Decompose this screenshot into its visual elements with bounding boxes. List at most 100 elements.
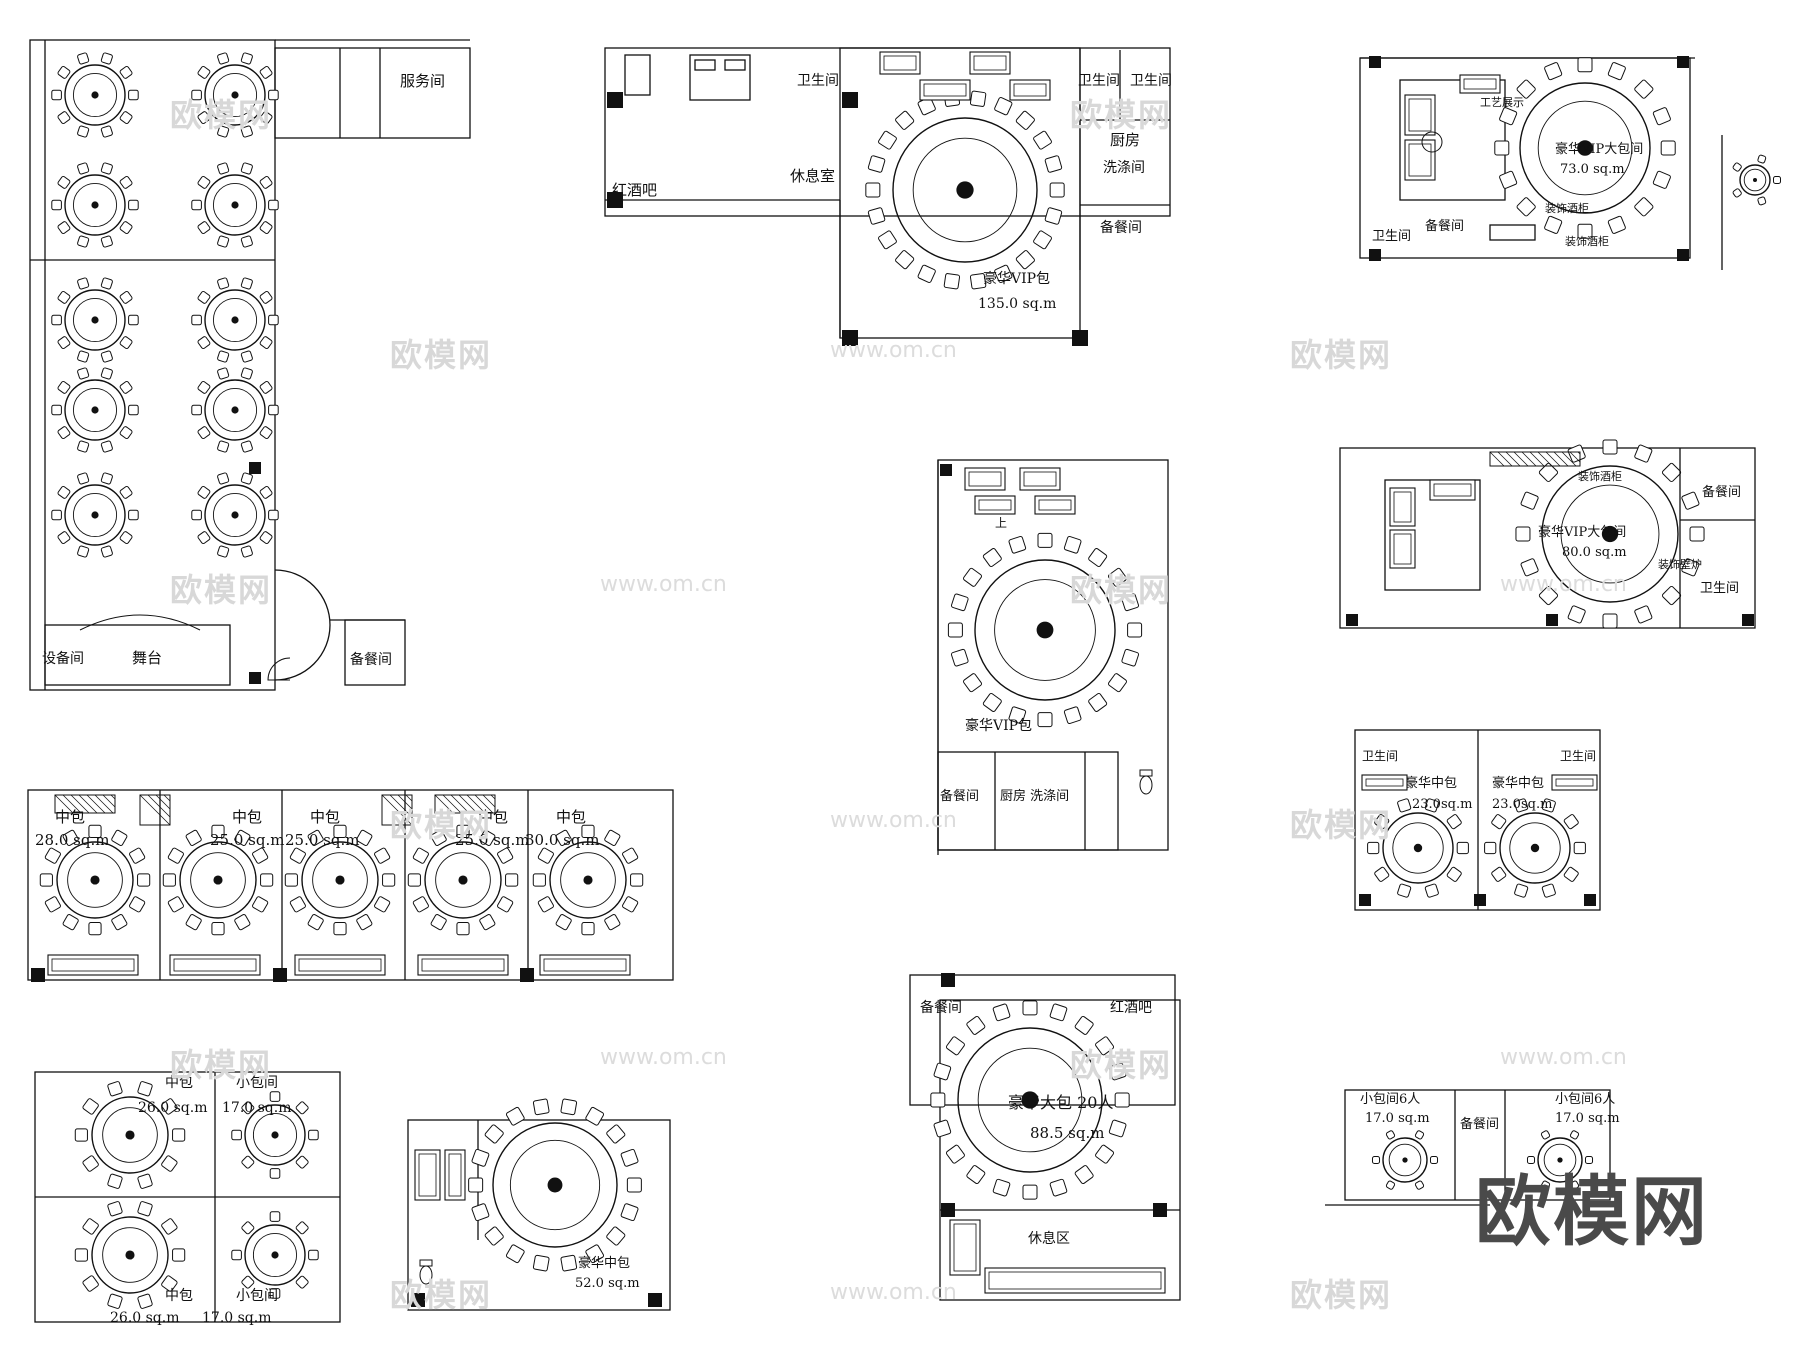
table-top xyxy=(301,841,379,919)
chair xyxy=(468,1177,484,1193)
entry-door xyxy=(267,657,291,681)
chair xyxy=(100,367,113,380)
chair xyxy=(1544,215,1563,234)
room-label: 卫生间 xyxy=(1700,581,1739,596)
chair xyxy=(51,89,62,101)
chair xyxy=(77,545,90,558)
room-label: 28.0 sq.m xyxy=(35,831,109,849)
chair xyxy=(88,824,102,838)
chair xyxy=(197,426,211,439)
chair xyxy=(1689,526,1705,542)
sofa xyxy=(169,954,261,976)
sofa-cushion xyxy=(953,1223,977,1272)
chair xyxy=(119,111,133,124)
room-label: 豪华中包 xyxy=(578,1255,630,1271)
chair xyxy=(1661,585,1682,606)
hatch-line xyxy=(1569,451,1581,463)
chair xyxy=(77,440,90,453)
chair xyxy=(1456,841,1469,855)
chair xyxy=(241,1275,255,1289)
table-center xyxy=(125,1130,135,1140)
chair xyxy=(969,273,987,290)
chair xyxy=(107,1293,123,1309)
table-top xyxy=(204,484,266,546)
sofa xyxy=(47,954,139,976)
chair xyxy=(1514,883,1529,898)
cabinet-hatch xyxy=(381,794,413,826)
room-label: 厨房 洗涤间 xyxy=(1000,788,1069,804)
lazy-susan xyxy=(994,579,1096,681)
chair xyxy=(1424,798,1439,813)
chair xyxy=(62,914,79,931)
small-table xyxy=(1526,1130,1594,1190)
sofa-cushion xyxy=(543,958,627,972)
column xyxy=(607,192,623,208)
chair xyxy=(532,873,546,887)
column xyxy=(1546,614,1558,626)
table-center xyxy=(1601,525,1619,543)
lazy-susan xyxy=(912,137,1018,243)
chair xyxy=(137,1173,153,1189)
room-label: 红酒吧 xyxy=(1110,1000,1152,1016)
chair xyxy=(1008,706,1027,725)
room-label: 小包间 xyxy=(236,1288,278,1304)
chair xyxy=(1634,444,1653,463)
chair xyxy=(1541,883,1556,898)
sofa xyxy=(1551,774,1598,791)
hatch-line xyxy=(434,794,454,814)
room-label: 中包 xyxy=(310,808,340,826)
sofa-frame xyxy=(417,954,509,976)
column xyxy=(1742,614,1754,626)
chair xyxy=(269,1288,281,1299)
chair xyxy=(982,548,1002,567)
chair xyxy=(241,1221,255,1235)
sofa-frame xyxy=(879,51,921,75)
lounge-rug xyxy=(1399,79,1506,201)
chair xyxy=(950,648,969,667)
chair xyxy=(111,829,128,846)
room-label: 洗涤间 xyxy=(1103,160,1145,176)
chair xyxy=(100,277,113,290)
sofa-frame xyxy=(1551,774,1598,791)
chair xyxy=(57,336,71,349)
chair xyxy=(197,176,211,189)
chair xyxy=(57,531,71,544)
chair xyxy=(100,440,113,453)
room-label: 服务间 xyxy=(400,72,445,90)
chair xyxy=(963,673,982,693)
chair xyxy=(119,66,133,79)
room-label: 舞台 xyxy=(132,649,162,667)
chair xyxy=(191,404,202,416)
sofa-cushion xyxy=(1393,491,1412,523)
sofa-cushion xyxy=(418,1153,437,1197)
chair xyxy=(119,486,133,499)
chair xyxy=(430,829,447,846)
chair xyxy=(100,52,113,65)
cabinet-hatch xyxy=(54,794,116,814)
table-center xyxy=(91,201,99,209)
room-label: 豪华中包 xyxy=(1492,775,1544,791)
chair xyxy=(128,314,139,326)
chair xyxy=(39,873,53,887)
chair xyxy=(1516,197,1536,217)
lazy-susan xyxy=(72,297,118,343)
table-center xyxy=(271,1251,279,1259)
chair xyxy=(560,1254,578,1272)
room-label: 休息区 xyxy=(1028,1230,1070,1247)
chair xyxy=(51,404,62,416)
room-label: 小包间6人 xyxy=(1555,1092,1615,1107)
hatch-line xyxy=(86,794,106,814)
table-center xyxy=(547,1177,563,1193)
dining-table xyxy=(51,472,139,558)
chair xyxy=(307,914,324,931)
chair xyxy=(581,922,595,936)
sofa-frame xyxy=(539,954,631,976)
zhongbao-table xyxy=(74,1201,186,1309)
sofa-cushion xyxy=(1393,533,1412,565)
chair xyxy=(1540,1180,1551,1190)
chair xyxy=(412,847,429,864)
chair xyxy=(1088,548,1108,567)
chair xyxy=(77,162,90,175)
chair xyxy=(1108,1062,1127,1081)
lazy-susan xyxy=(102,1227,158,1283)
